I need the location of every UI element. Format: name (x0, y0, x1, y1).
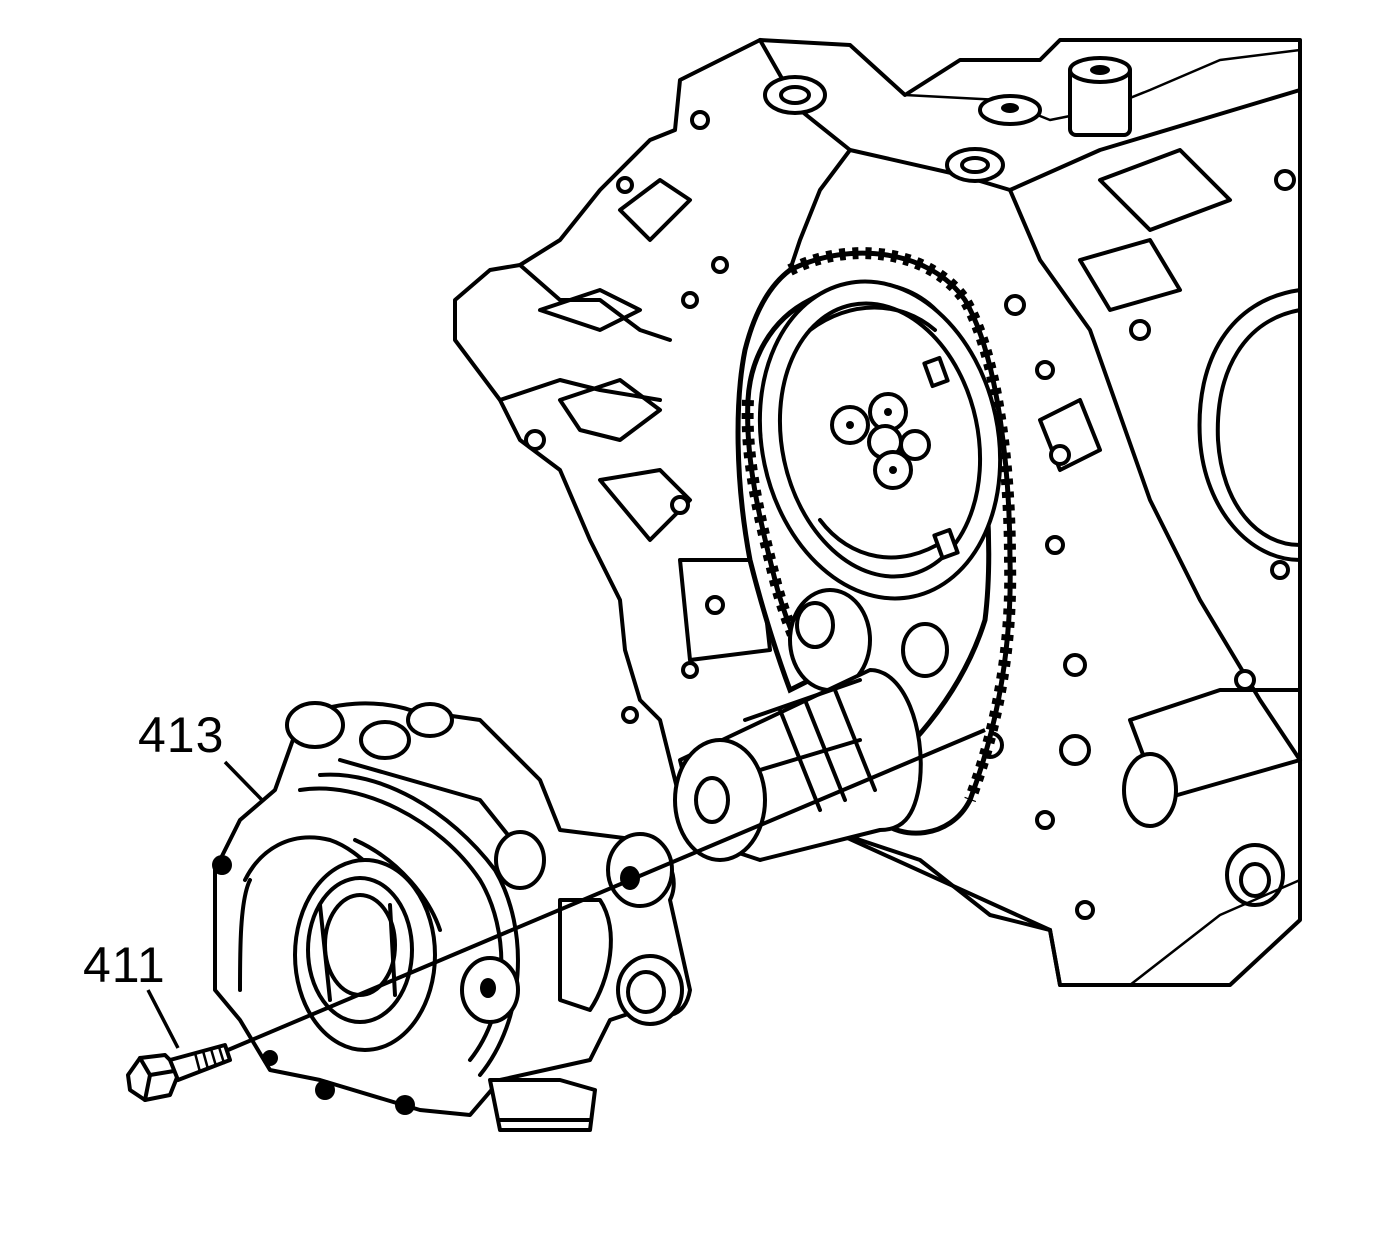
callout-label-411: 411 (83, 937, 166, 993)
camshaft-sprocket (757, 279, 1003, 601)
bolt (126, 1043, 232, 1102)
leader-line-411 (146, 989, 180, 1049)
bolt-alignment-line (227, 728, 986, 1052)
leader-line-413 (223, 760, 264, 802)
callout-label-413: 413 (138, 707, 225, 763)
pump-assembly (212, 701, 692, 1132)
crankshaft-sprocket (788, 588, 949, 692)
crankshaft-snout (673, 668, 923, 862)
